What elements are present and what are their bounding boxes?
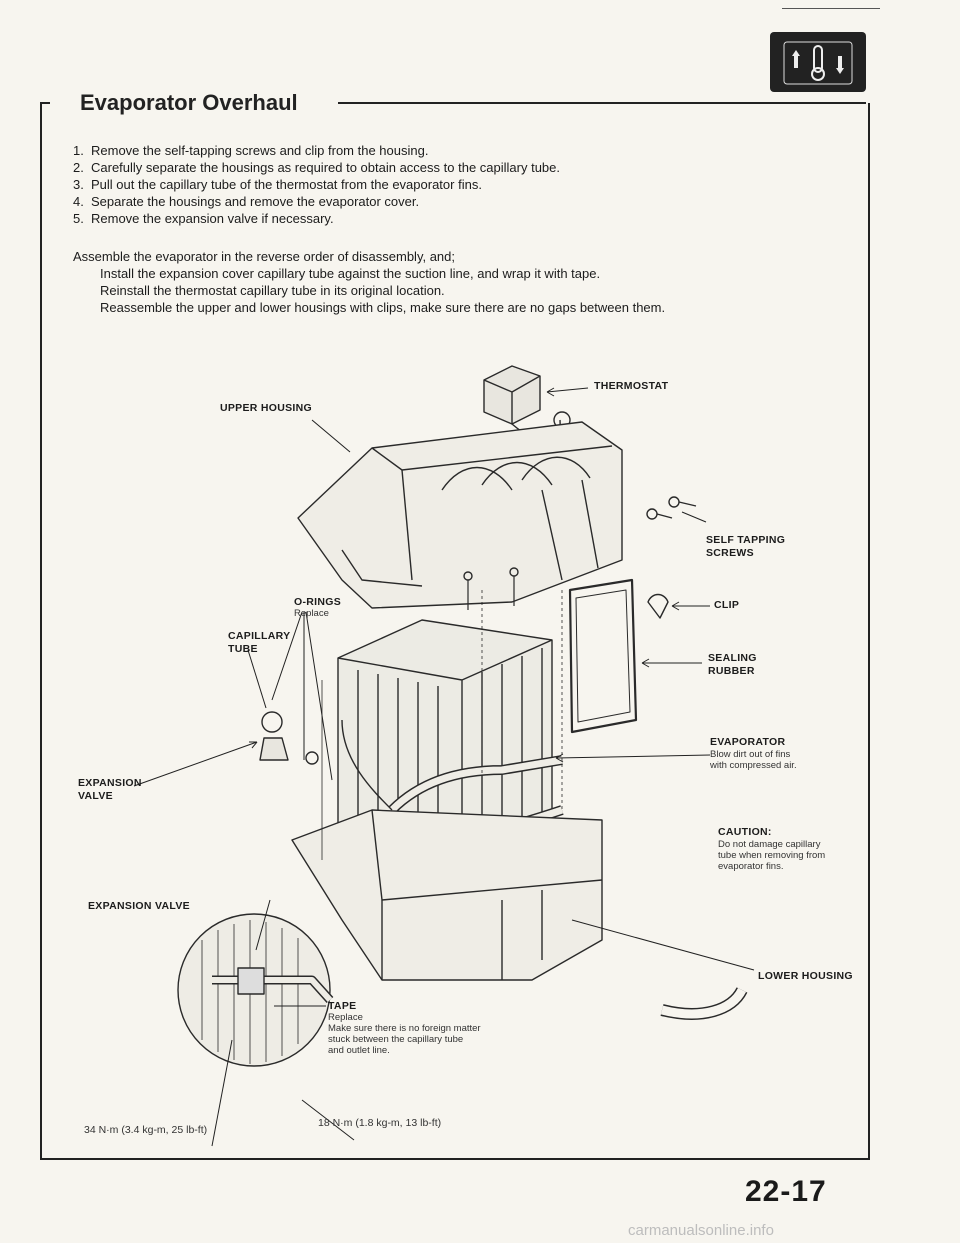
assembly-line: Install the expansion cover capillary tu… <box>100 266 601 281</box>
label-self-tapping: SELF TAPPING <box>706 534 786 546</box>
note-caution-2: tube when removing from <box>718 850 826 861</box>
expansion-valve-detail-view <box>177 913 334 1067</box>
label-upper-housing: UPPER HOUSING <box>220 402 312 414</box>
leader-upper-housing <box>311 419 351 453</box>
title-bracket <box>40 102 50 104</box>
label-sealing: SEALING <box>708 652 757 664</box>
note-caution-3: evaporator fins. <box>718 861 784 872</box>
step-item: 3.Pull out the capillary tube of the the… <box>73 177 482 192</box>
label-thermostat: THERMOSTAT <box>594 380 669 392</box>
disassembly-steps: 1.Remove the self-tapping screws and cli… <box>73 142 833 227</box>
label-torque-left: 34 N·m (3.4 kg-m, 25 lb-ft) <box>84 1124 208 1136</box>
note-evaporator-2: with compressed air. <box>710 760 797 771</box>
label-tape: TAPE <box>328 1000 357 1012</box>
upper-housing-part <box>297 421 623 609</box>
label-tube: TUBE <box>228 643 258 655</box>
label-torque-right: 18 N·m (1.8 kg-m, 13 lb-ft) <box>318 1117 442 1129</box>
label-expansion: EXPANSION <box>78 777 142 789</box>
note-evaporator-1: Blow dirt out of fins <box>710 749 791 760</box>
step-item: 2.Carefully separate the housings as req… <box>73 160 560 175</box>
note-tape-1: Replace <box>328 1012 363 1023</box>
label-lower-housing: LOWER HOUSING <box>758 970 853 982</box>
content-frame <box>40 103 870 1160</box>
note-tape-2: Make sure there is no foreign matter <box>328 1023 481 1034</box>
note-tape-3: stuck between the capillary tube <box>328 1034 464 1045</box>
clip-part <box>647 593 669 619</box>
step-item: 5.Remove the expansion valve if necessar… <box>73 211 334 226</box>
assembly-line: Reinstall the thermostat capillary tube … <box>100 283 445 298</box>
evaporator-exploded-diagram: THERMOSTAT UPPER HOUSING SELF TAPPING SC… <box>42 340 864 1150</box>
step-item: 1.Remove the self-tapping screws and cli… <box>73 143 429 158</box>
title-rule <box>338 102 866 104</box>
assembly-instructions: Assemble the evaporator in the reverse o… <box>73 248 833 316</box>
lower-housing-part <box>291 809 603 981</box>
label-rubber: RUBBER <box>708 665 755 677</box>
note-caution-1: Do not damage capillary <box>718 839 821 850</box>
label-evaporator: EVAPORATOR <box>710 736 786 748</box>
assembly-intro: Assemble the evaporator in the reverse o… <box>73 249 456 264</box>
note-tape-4: and outlet line. <box>328 1045 390 1056</box>
top-rule <box>782 8 880 9</box>
label-expansion-valve-detail: EXPANSION VALVE <box>88 900 190 912</box>
label-valve: VALVE <box>78 790 113 802</box>
watermark: carmanualsonline.info <box>628 1222 774 1239</box>
assembly-line: Reassemble the upper and lower housings … <box>100 300 666 315</box>
label-o-rings: O-RINGS <box>294 596 342 608</box>
screw-parts <box>463 496 697 610</box>
section-thermometer-icon <box>770 32 866 92</box>
label-screws: SCREWS <box>706 547 754 559</box>
label-clip: CLIP <box>714 599 740 611</box>
sealing-rubber-part <box>568 578 638 734</box>
label-caution: CAUTION: <box>718 826 772 838</box>
page-number: 22-17 <box>745 1175 827 1208</box>
expansion-valve-part <box>259 711 319 765</box>
label-capillary: CAPILLARY <box>228 630 291 642</box>
page-title: Evaporator Overhaul <box>80 90 298 115</box>
note-o-rings: Replace <box>294 608 329 619</box>
title-row: Evaporator Overhaul <box>40 82 866 122</box>
step-item: 4.Separate the housings and remove the e… <box>73 194 420 209</box>
